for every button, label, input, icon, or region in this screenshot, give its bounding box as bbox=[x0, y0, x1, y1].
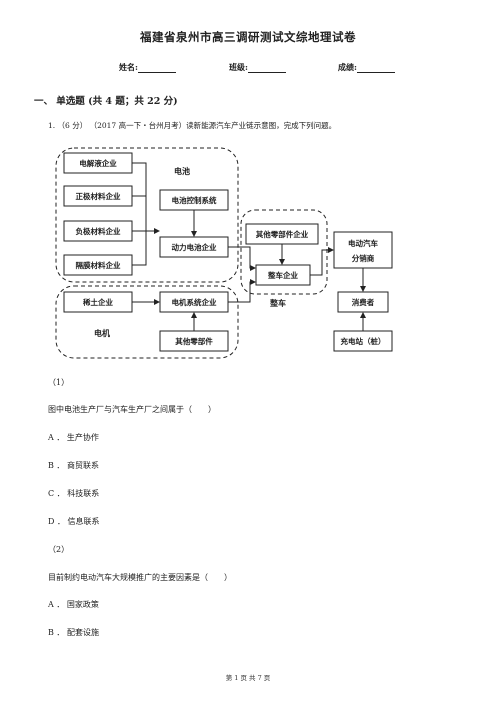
consumer-label: 消费者 bbox=[352, 297, 375, 307]
sub2-number: （2） bbox=[48, 545, 70, 554]
battery-control-label: 电池控制系统 bbox=[172, 195, 217, 205]
class-label: 班级: bbox=[229, 62, 248, 72]
dealer-label-1: 电动汽车 bbox=[348, 238, 378, 248]
question-stem: （2017 高一下・台州月考）读新能源汽车产业链示意图，完成下列问题。 bbox=[89, 121, 337, 130]
charging-label: 充电站（桩） bbox=[341, 336, 386, 346]
motor-parts-label: 其他零部件 bbox=[175, 336, 213, 346]
cathode-label: 正极材料企业 bbox=[76, 191, 121, 201]
exam-title: 福建省泉州市高三调研测试文综地理试卷 bbox=[140, 30, 356, 44]
page-footer: 第 1 页 共 7 页 bbox=[225, 674, 271, 682]
sub1-option-a[interactable]: A ． 生产协作 bbox=[48, 433, 99, 442]
sub2-stem: 目前制约电动汽车大规模推广的主要因素是（ ） bbox=[48, 573, 232, 582]
anode-label: 负极材料企业 bbox=[76, 226, 121, 236]
sub1-option-d[interactable]: D ． 信息联系 bbox=[48, 517, 100, 526]
motor-group-label: 电机 bbox=[94, 328, 110, 338]
name-field: 姓名: bbox=[119, 62, 176, 73]
name-blank[interactable] bbox=[137, 64, 176, 73]
other-parts-label: 其他零部件企业 bbox=[256, 229, 309, 239]
name-label: 姓名: bbox=[119, 62, 138, 72]
industry-chain-diagram: 电解液企业 正极材料企业 负极材料企业 隔膜材料企业 电池控制系统 动力电池企业… bbox=[55, 147, 393, 359]
vehicle-group-label: 整车 bbox=[269, 298, 286, 308]
sub1-number: （1） bbox=[48, 378, 70, 387]
question-line: 1. （6 分） （2017 高一下・台州月考）读新能源汽车产业链示意图，完成下… bbox=[48, 120, 336, 131]
score-field: 成绩: bbox=[338, 62, 395, 73]
sub1-stem: 图中电池生产厂与汽车生产厂之间属于（ ） bbox=[48, 405, 216, 414]
class-field: 班级: bbox=[229, 62, 286, 73]
power-battery-label: 动力电池企业 bbox=[172, 242, 217, 252]
sub2-option-a[interactable]: A ． 国家政策 bbox=[48, 600, 99, 609]
battery-group bbox=[55, 147, 239, 283]
sub1-option-b[interactable]: B ． 商贸联系 bbox=[48, 461, 99, 470]
sub2-option-b[interactable]: B ． 配套设施 bbox=[48, 628, 99, 637]
sub1-option-c[interactable]: C ． 科技联系 bbox=[48, 489, 100, 498]
vehicle-group bbox=[240, 209, 328, 295]
section-heading: 一、 单选题 (共 4 题；共 22 分) bbox=[34, 96, 178, 107]
rare-earth-label: 稀土企业 bbox=[83, 297, 113, 307]
battery-group-label: 电池 bbox=[174, 166, 190, 176]
question-points: （6 分） bbox=[57, 121, 88, 130]
question-number: 1. bbox=[48, 121, 56, 130]
separator-label: 隔膜材料企业 bbox=[76, 260, 121, 270]
motor-group bbox=[55, 285, 239, 359]
score-blank[interactable] bbox=[356, 64, 395, 73]
score-label: 成绩: bbox=[338, 62, 357, 72]
class-blank[interactable] bbox=[247, 64, 286, 73]
electrolyte-label: 电解液企业 bbox=[79, 158, 117, 168]
dealer-label-2: 分销商 bbox=[352, 253, 375, 263]
vehicle-company-label: 整车企业 bbox=[268, 270, 298, 280]
motor-system-label: 电机系统企业 bbox=[172, 297, 217, 307]
